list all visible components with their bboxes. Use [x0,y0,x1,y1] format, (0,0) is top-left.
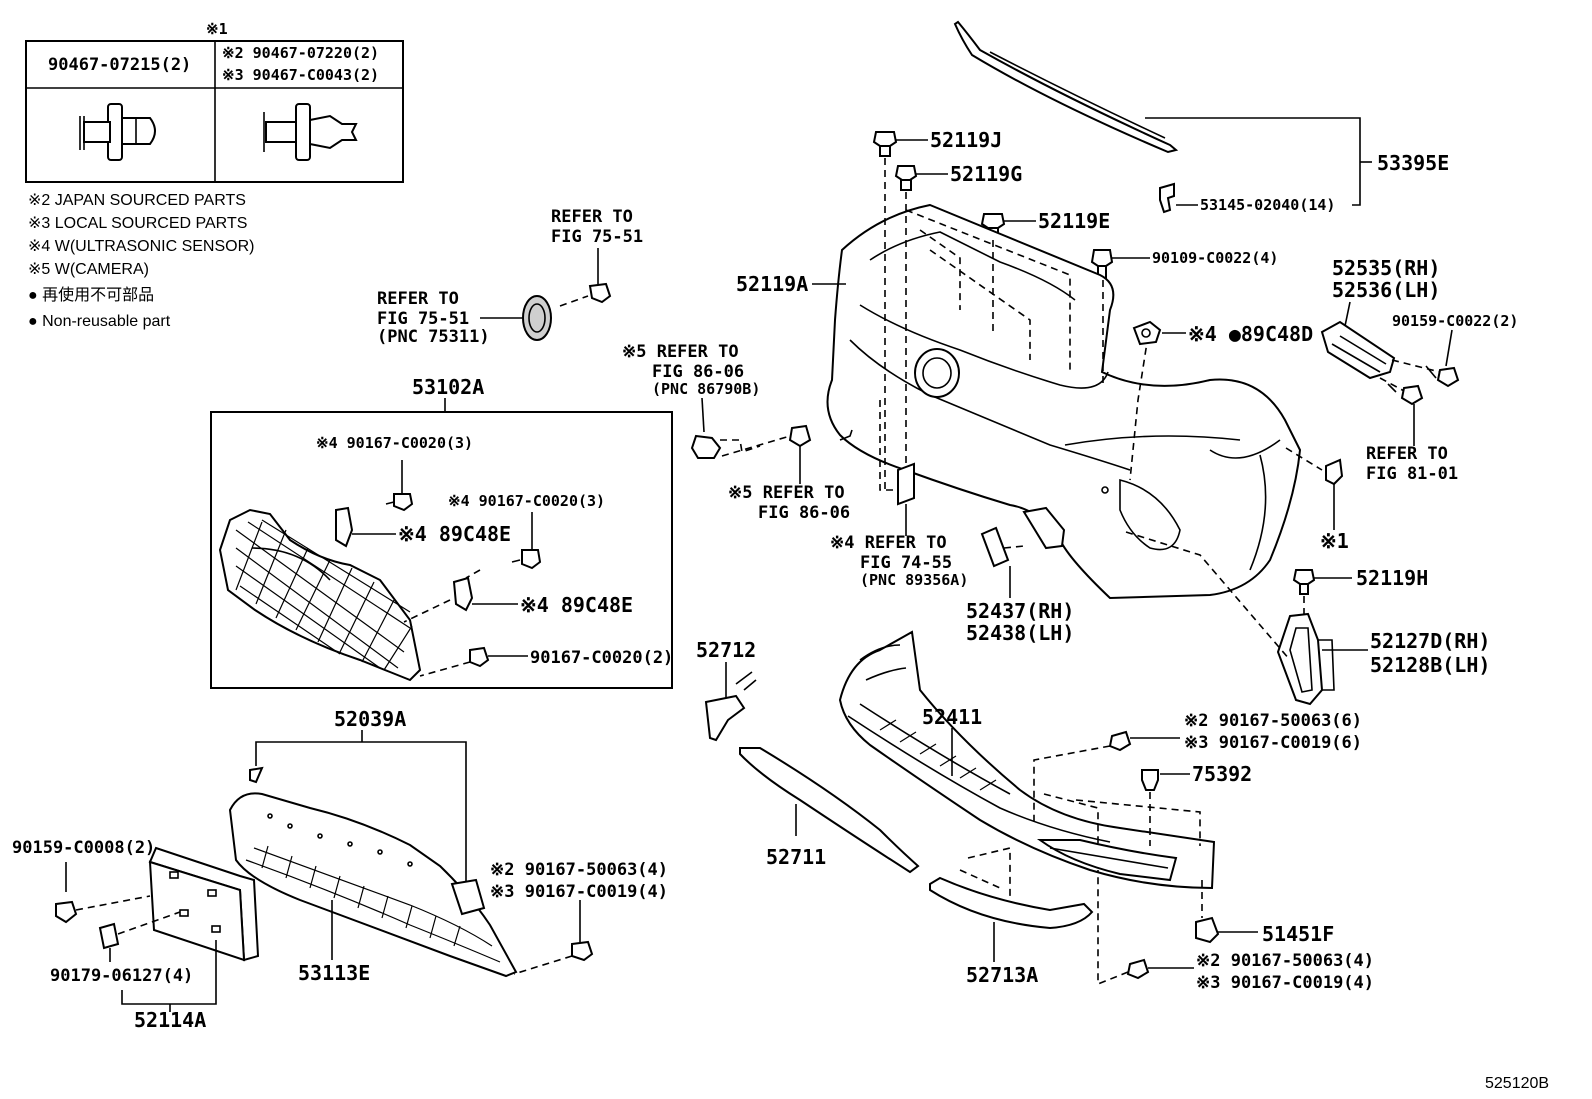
label-90109-C0022: 90109-C0022(4) [1152,249,1278,267]
bracket-52535: 52535(RH) 52536(LH) 90159-C0022(2) REFER… [1320,256,1518,484]
label-89C48E-b: ※4 89C48E [520,593,633,617]
ref-75-51b-line3: (PNC 75311) [377,327,490,347]
legend-right-line1: ※2 90467-07220(2) [222,44,379,62]
note-4: ※4 W(ULTRASONIC SENSOR) [28,238,254,255]
ref-74-55-line3: (PNC 89356A) [860,571,968,589]
label-s2-90167-50063-4b: ※2 90167-50063(4) [1196,951,1374,971]
label-s3-90167-C0019-6: ※3 90167-C0019(6) [1184,733,1362,753]
ref-75-51b-line2: FIG 75-51 [377,309,469,329]
emblem-ref-75-51: REFER TO FIG 75-51 REFER TO FIG 75-51 (P… [377,207,643,347]
label-90167-C0020-3a: ※4 90167-C0020(3) [316,434,473,452]
ref-75-51b-line1: REFER TO [377,289,459,309]
ref-86-06b-line1: ※5 REFER TO [728,483,845,503]
fastener-52119G: 52119G [894,162,1022,191]
label-52119E: 52119E [1038,209,1110,233]
camera-ref-86-06: ※5 REFER TO FIG 86-06 (PNC 86790B) ※5 RE… [622,342,850,523]
dashed-leaders-top [879,158,1149,491]
note-3: ※3 LOCAL SOURCED PARTS [28,215,247,232]
spoiler-52713A: 52713A [929,846,1094,987]
clip-icon-left [79,103,156,161]
label-53102A: 53102A [412,375,484,399]
label-90179-06127: 90179-06127(4) [50,966,193,986]
label-53145-02040: 53145-02040(14) [1200,196,1335,214]
lower-grille-53113E: 53113E ※2 90167-50063(4) ※3 90167-C0019(… [298,860,668,985]
label-52119G: 52119G [950,162,1022,186]
fastener-52119H: 52119H [1292,566,1428,620]
ref-75-51a-line2: FIG 75-51 [551,227,643,247]
ref-75-51a-line1: REFER TO [551,207,633,227]
molding-53395E: 53395E 53145-02040(14) [953,20,1449,214]
note-nonreusable-en: ● Non-reusable part [28,313,171,330]
label-52536-LH: 52536(LH) [1332,278,1440,302]
label-52119J: 52119J [930,128,1002,152]
notes-list: ※2 JAPAN SOURCED PARTS ※3 LOCAL SOURCED … [28,192,254,330]
legend-mark: ※1 [206,20,228,38]
ref-86-06a-line1: ※5 REFER TO [622,342,739,362]
lower-cover-52411: 52411 [838,630,1216,890]
label-53113E: 53113E [298,961,370,985]
fastener-52119J: 52119J [872,128,1002,157]
legend-table: ※1 90467-07215(2) ※2 90467-07220(2) ※3 9… [25,20,404,183]
ref-81-01-line1: REFER TO [1366,444,1448,464]
legend-right-line2: ※3 90467-C0043(2) [222,66,379,84]
ref-74-55-line2: FIG 74-55 [860,553,952,573]
lower-grille-52039A: 52039A [228,707,518,978]
label-90167-C0020-3b: ※4 90167-C0020(3) [448,492,605,510]
screw-group-4b: ※2 90167-50063(4) ※3 90167-C0019(4) [1097,870,1374,993]
bumper-cover-52119A: 52119A [736,203,1302,600]
label-52119A: 52119A [736,272,808,296]
label-52128B-LH: 52128B(LH) [1370,653,1490,677]
label-53395E: 53395E [1377,151,1449,175]
license-bracket-52114A: 90159-C0008(2) 90179-06127(4) 52114A [12,838,260,1032]
screw-group-6: ※2 90167-50063(6) ※3 90167-C0019(6) [1033,711,1362,822]
label-75392: 75392 [1192,762,1252,786]
label-52119H: 52119H [1356,566,1428,590]
label-90159-C0008: 90159-C0008(2) [12,838,155,858]
label-52535-RH: 52535(RH) [1332,256,1440,280]
screw-90109: 90109-C0022(4) [1090,249,1278,281]
label-52127D-RH: 52127D(RH) [1370,629,1490,653]
note-5: ※5 W(CAMERA) [28,261,149,278]
clip-75392: 75392 [1043,762,1252,846]
label-52711: 52711 [766,845,826,869]
sensor-ref-74-55: ※4 REFER TO FIG 74-55 (PNC 89356A) [830,462,968,589]
label-s2-90167-50063-6: ※2 90167-50063(6) [1184,711,1362,731]
label-51451F: 51451F [1262,922,1334,946]
label-s3-90167-C0019-4b: ※3 90167-C0019(4) [1196,973,1374,993]
note-nonreusable-jp: ● 再使用不可部品 [28,286,154,304]
label-89C48D: ※4 ●89C48D [1188,322,1313,346]
reflector-52437: 52437(RH) 52438(LH) [966,506,1074,645]
ref-74-55-line1: ※4 REFER TO [830,533,947,553]
ref-86-06a-line2: FIG 86-06 [652,362,744,382]
label-s2-90167-50063-4a: ※2 90167-50063(4) [490,860,668,880]
label-52411: 52411 [922,705,982,729]
legend-left-part: 90467-07215(2) [48,55,191,75]
label-90159-C0022: 90159-C0022(2) [1392,312,1518,330]
ref-86-06b-line2: FIG 86-06 [758,503,850,523]
bracket-52712: 52712 [696,638,757,742]
nut-51451F: 51451F [1195,880,1334,946]
grille-53102A: 53102A ※4 90167-C0020(3) ※4 89C48E ※4 90… [210,375,673,689]
label-90167-C0020-2: 90167-C0020(2) [530,648,673,668]
ref-81-01-line2: FIG 81-01 [1366,464,1458,484]
sensor-89C48D: ※4 ●89C48D [1132,320,1313,346]
clip-icon-right [263,103,358,161]
label-s3-90167-C0019-4a: ※3 90167-C0019(4) [490,882,668,902]
label-52437-RH: 52437(RH) [966,599,1074,623]
clip-mark1: ※1 [1285,447,1349,553]
label-52039A: 52039A [334,707,406,731]
label-52712: 52712 [696,638,756,662]
diagram-id: 525120B [1485,1075,1549,1092]
label-mark1: ※1 [1320,529,1349,553]
label-89C48E-a: ※4 89C48E [398,522,511,546]
foglamp-cover-52127D: 52127D(RH) 52128B(LH) [1125,531,1490,706]
label-52438-LH: 52438(LH) [966,621,1074,645]
spoiler-52711: 52711 [739,747,920,874]
ref-86-06a-line3: (PNC 86790B) [652,380,760,398]
note-2: ※2 JAPAN SOURCED PARTS [28,192,246,209]
label-52114A: 52114A [134,1008,206,1032]
label-52713A: 52713A [966,963,1038,987]
